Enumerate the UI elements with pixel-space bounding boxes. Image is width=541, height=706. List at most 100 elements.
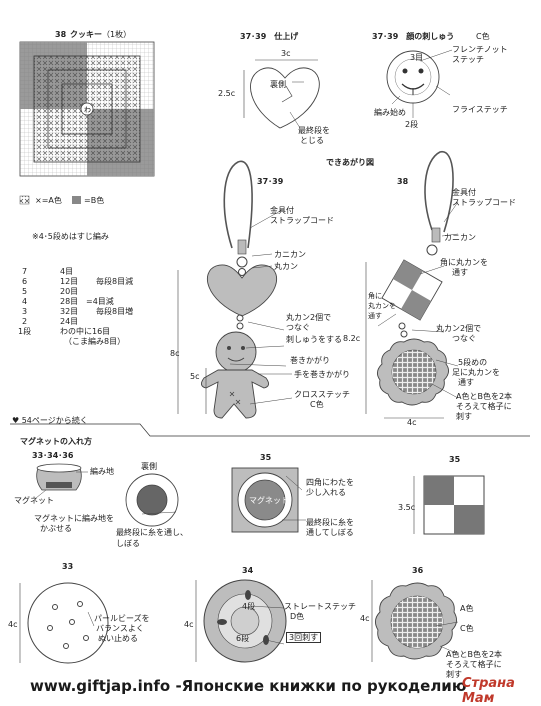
face-french: フレンチノット — [452, 45, 508, 54]
face-color: C色 — [476, 32, 490, 41]
round-1-no: 1段 — [18, 327, 32, 336]
round-4-st: 28目 — [60, 297, 79, 306]
connect-label: つなぐ — [286, 323, 310, 332]
finish-height: 2.5c — [218, 89, 236, 98]
site-logo: Страна Мам — [462, 676, 515, 706]
charm-heart — [207, 264, 277, 330]
fifth-label: 5段めの — [458, 358, 488, 367]
corner4-label: 通す — [368, 312, 382, 320]
width-4c: 4c — [407, 418, 417, 427]
round-2-st: 24目 — [60, 317, 79, 326]
round-3-no: 3 — [22, 307, 28, 316]
sec34-r6: 6段 — [236, 634, 250, 643]
finish-last-row: 最終段を — [298, 126, 330, 135]
finish-close: とじる — [300, 136, 324, 145]
sec36-ab: A色とB色を2本 — [446, 650, 503, 659]
round-4-no: 4 — [22, 297, 28, 306]
magnet-insert-diagram — [36, 463, 82, 491]
wrap-b-label: 手を巻きかがり — [294, 370, 350, 379]
face-eye: 3目 — [410, 53, 424, 62]
cookie-38-number: 38 — [55, 30, 67, 39]
magnet-label: マグネット — [14, 496, 54, 505]
finish-title: 37･39 仕上げ — [240, 32, 299, 41]
round-6-no: 6 — [22, 277, 28, 286]
legend-b-swatch — [72, 196, 81, 204]
charm-checker-38 — [381, 259, 443, 338]
height-8c: 8c — [170, 349, 180, 358]
strap-38 — [424, 151, 454, 256]
height-8-2c: 8.2c — [343, 334, 361, 343]
done-title: できあがり図 — [326, 158, 374, 167]
face-row: 2段 — [405, 120, 419, 129]
cookie-36 — [375, 582, 457, 660]
face-fly: フライステッチ — [452, 105, 508, 114]
round-6-note: 毎段8目減 — [96, 277, 134, 286]
corner2-label: 角に — [368, 292, 382, 300]
sec34-times: 3回刺す — [286, 632, 322, 643]
magnet-35-diagram — [231, 467, 299, 533]
strap-38-label-2: ストラップコード — [452, 198, 516, 207]
sec35b-size: 3.5c — [398, 503, 416, 512]
sec33-num: 33 — [62, 562, 74, 571]
sec36-c: C色 — [460, 624, 474, 633]
finish-heart — [243, 59, 320, 129]
svg-text:わ: わ — [84, 106, 91, 114]
round-6-st: 12目 — [60, 277, 79, 286]
cookie-34 — [203, 579, 287, 663]
magnet-back-diagram — [125, 473, 179, 527]
ring-38-label: カニカン — [444, 233, 476, 242]
legend-b: =B色 — [84, 196, 105, 205]
sec33-size: 4c — [8, 620, 18, 629]
cross-label: クロスステッチ — [294, 390, 350, 399]
round-5-st: 20目 — [60, 287, 79, 296]
align-label: そろえて格子に — [456, 402, 512, 411]
round-7-no: 7 — [22, 267, 28, 276]
strap-label: 金具付 — [270, 206, 294, 215]
round-1-note: （こま編み8目） — [64, 337, 126, 346]
round-5-no: 5 — [22, 287, 28, 296]
two-rings-38-label: 丸カン2個で — [436, 324, 482, 333]
wrap-a-label: 巻きかがり — [290, 356, 330, 365]
body-width-5c: 5c — [190, 372, 200, 381]
sec35a-pass: 通してしぼる — [306, 528, 354, 537]
sec34-r4: 4段 — [242, 602, 256, 611]
corner3-label: 丸カンを — [368, 302, 396, 310]
face-stitch: ステッチ — [452, 55, 484, 64]
magnet-title: マグネットの入れ方 — [20, 437, 92, 446]
round-3-st: 32目 — [60, 307, 79, 316]
sec33-balance: バランスよく — [96, 624, 144, 633]
magnet-nums: 33･34･36 — [32, 451, 74, 460]
face-title: 37･39 顔の刺しゅう — [372, 32, 455, 41]
checker-35 — [423, 475, 485, 535]
magnet-cover: かぶせる — [40, 524, 72, 533]
sec35a-stuff: 少し入れる — [306, 488, 346, 497]
magnet-last: 最終段に糸を通し、 — [116, 528, 188, 537]
sec36-num: 36 — [412, 566, 424, 575]
two-rings-label: 丸カン2個で — [286, 313, 332, 322]
ab-label: A色とB色を2本 — [456, 392, 513, 401]
face-start: 編み始め — [374, 108, 406, 117]
round-4-note: =4目減 — [86, 297, 114, 306]
sec34-d: D色 — [290, 612, 305, 621]
cross-color: C色 — [310, 400, 324, 409]
foot-label: 足に丸カンを — [452, 368, 500, 377]
round-3-note: 毎段8目増 — [96, 307, 134, 316]
magnet-knit: 編み地 — [90, 467, 114, 476]
ring2-label: 丸カン — [274, 262, 298, 271]
round-7-st: 4目 — [60, 267, 74, 276]
round-2-no: 2 — [22, 317, 28, 326]
sec35b-num: 35 — [449, 455, 461, 464]
legend-a-swatch — [19, 195, 30, 205]
sec36-size: 4c — [360, 614, 370, 623]
magnet-shrink: しぼる — [116, 539, 140, 548]
footer-text: www.giftjap.info -Японские книжки по рук… — [30, 677, 467, 695]
strap-label-2: ストラップコード — [270, 216, 334, 225]
cookie-chart-38: わ — [19, 41, 155, 177]
magnet-back: 裏側 — [141, 462, 157, 471]
note-rows-4-5: ※4･5段めはすじ編み — [32, 232, 109, 241]
sec36-a: A色 — [460, 604, 474, 613]
magnet-wrap: マグネットに編み地を — [34, 514, 114, 523]
sec35a-magnet: マグネット — [249, 496, 289, 505]
pass-label: 通す — [452, 268, 468, 277]
sec34-straight: ストレートステッチ — [284, 602, 356, 611]
